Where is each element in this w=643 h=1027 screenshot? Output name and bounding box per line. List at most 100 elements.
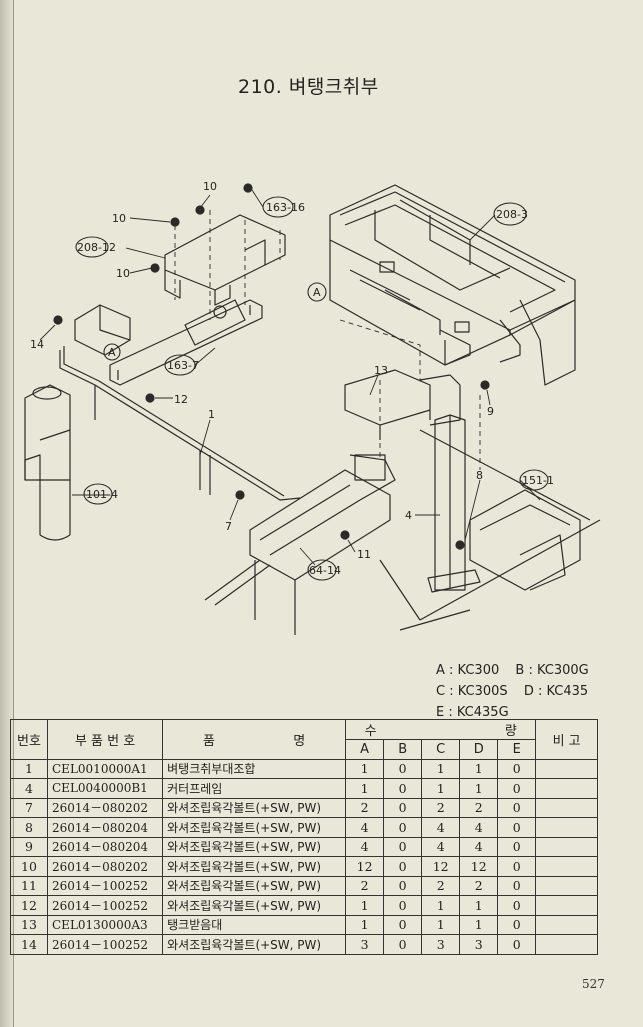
cell-qty-b: 0	[383, 895, 423, 916]
cell-qty-d: 1	[459, 914, 499, 935]
cell-part-no: CEL0130000A3	[46, 914, 164, 935]
plate-163-7-drawing	[109, 299, 263, 386]
cell-name: 탱크받음대	[162, 914, 347, 935]
cell-remark	[535, 836, 598, 857]
cutter-frame-drawing	[204, 454, 396, 635]
cell-qty-c: 3	[421, 934, 461, 955]
cell-qty-e: 0	[497, 875, 537, 896]
table-row: 4 CEL0040000B1 커터프레임 1 0 1 1 0	[10, 778, 598, 799]
exploded-parts-diagram: 10 10 10 163-16 208-12 208-3 14 12 1 13 …	[24, 180, 601, 635]
page-title: 210. 벼탱크취부	[238, 76, 379, 98]
cell-no: 14	[10, 934, 48, 955]
legend-e: E : KC435G	[436, 705, 509, 720]
legend-d: D : KC435	[523, 684, 589, 699]
header-name-left: 품	[203, 733, 215, 749]
header-remark: 비 고	[535, 719, 598, 760]
cell-no: 12	[10, 895, 48, 916]
callout-9: 9	[487, 405, 494, 418]
header-qty-a: A	[345, 739, 385, 760]
header-qty-e: E	[497, 739, 537, 760]
cell-remark	[535, 817, 598, 838]
callout-151-1: 151-1	[522, 474, 554, 487]
legend-a: A : KC300	[436, 663, 500, 678]
cell-qty-e: 0	[497, 758, 537, 779]
cell-name: 벼탱크취부대조합	[162, 758, 347, 779]
cell-part-no: 26014－100252	[46, 934, 164, 955]
cell-qty-b: 0	[383, 875, 423, 896]
cell-qty-c: 2	[421, 797, 461, 818]
cell-name: 와셔조립육각볼트(+SW, PW)	[162, 856, 347, 877]
cell-qty-e: 0	[497, 856, 537, 877]
cell-qty-d: 1	[459, 895, 499, 916]
cell-qty-e: 0	[497, 895, 537, 916]
cell-qty-a: 12	[345, 856, 385, 877]
cell-qty-b: 0	[383, 817, 423, 838]
callout-208-3: 208-3	[496, 208, 528, 221]
parts-table: 번호 부 품 번 호 품 명 수 량 비 고 A B C D E 1 CEL00…	[10, 719, 598, 955]
callout-A-bracket: A	[108, 346, 116, 359]
callout-11: 11	[357, 548, 371, 561]
cell-part-no: 26014－080202	[46, 797, 164, 818]
table-row: 9 26014－080204 와셔조립육각볼트(+SW, PW) 4 0 4 4…	[10, 836, 598, 857]
cell-remark	[535, 914, 598, 935]
table-row: 8 26014－080204 와셔조립육각볼트(+SW, PW) 4 0 4 4…	[10, 817, 598, 838]
header-qty-d: D	[459, 739, 499, 760]
cell-qty-c: 2	[421, 875, 461, 896]
cell-qty-b: 0	[383, 778, 423, 799]
cell-no: 10	[10, 856, 48, 877]
cell-remark	[535, 758, 598, 779]
cell-qty-c: 1	[421, 778, 461, 799]
cell-qty-b: 0	[383, 836, 423, 857]
table-row: 14 26014－100252 와셔조립육각볼트(+SW, PW) 3 0 3 …	[10, 934, 598, 955]
cell-part-no: 26014－080204	[46, 817, 164, 838]
cell-qty-a: 1	[345, 778, 385, 799]
cell-remark	[535, 895, 598, 916]
cell-part-no: 26014－100252	[46, 895, 164, 916]
callout-7: 7	[225, 520, 232, 533]
cell-qty-a: 4	[345, 817, 385, 838]
callout-64-14: 64-14	[309, 564, 341, 577]
table-row: 13 CEL0130000A3 탱크받음대 1 0 1 1 0	[10, 914, 598, 935]
callout-163-7: 163-7	[167, 359, 199, 372]
cell-name: 와셔조립육각볼트(+SW, PW)	[162, 817, 347, 838]
cell-qty-c: 1	[421, 758, 461, 779]
callout-1: 1	[208, 408, 215, 421]
table-row: 1 CEL0010000A1 벼탱크취부대조합 1 0 1 1 0	[10, 758, 598, 779]
cell-no: 4	[10, 778, 48, 799]
bracket-14-drawing	[74, 304, 131, 356]
cell-qty-d: 1	[459, 758, 499, 779]
cell-qty-a: 2	[345, 797, 385, 818]
header-name: 품 명	[162, 719, 347, 760]
table-row: 11 26014－100252 와셔조립육각볼트(+SW, PW) 2 0 2 …	[10, 875, 598, 896]
cell-qty-a: 2	[345, 875, 385, 896]
header-qty-c: C	[421, 739, 461, 760]
cell-remark	[535, 934, 598, 955]
cell-remark	[535, 856, 598, 877]
cell-qty-e: 0	[497, 817, 537, 838]
cell-qty-d: 2	[459, 797, 499, 818]
callout-14: 14	[30, 338, 44, 351]
table-row: 10 26014－080202 와셔조립육각볼트(+SW, PW) 12 0 1…	[10, 856, 598, 877]
callout-163-16: 163-16	[266, 201, 305, 214]
cell-name: 와셔조립육각볼트(+SW, PW)	[162, 836, 347, 857]
header-no: 번호	[10, 719, 48, 760]
cell-qty-a: 1	[345, 895, 385, 916]
cell-name: 와셔조립육각볼트(+SW, PW)	[162, 934, 347, 955]
cell-qty-d: 2	[459, 875, 499, 896]
chassis-151-1-drawing	[379, 429, 601, 631]
cell-qty-a: 1	[345, 914, 385, 935]
tank-frame-drawing	[329, 184, 576, 386]
callout-4: 4	[405, 509, 412, 522]
cell-qty-d: 12	[459, 856, 499, 877]
legend-c: C : KC300S	[436, 684, 508, 699]
cell-remark	[535, 875, 598, 896]
cell-qty-a: 3	[345, 934, 385, 955]
header-part-no: 부 품 번 호	[46, 719, 164, 760]
cell-qty-c: 1	[421, 895, 461, 916]
table-row: 7 26014－080202 와셔조립육각볼트(+SW, PW) 2 0 2 2…	[10, 797, 598, 818]
cell-qty-c: 1	[421, 914, 461, 935]
cell-qty-a: 4	[345, 836, 385, 857]
cell-qty-a: 1	[345, 758, 385, 779]
cell-part-no: 26014－080202	[46, 856, 164, 877]
callout-8: 8	[476, 469, 483, 482]
